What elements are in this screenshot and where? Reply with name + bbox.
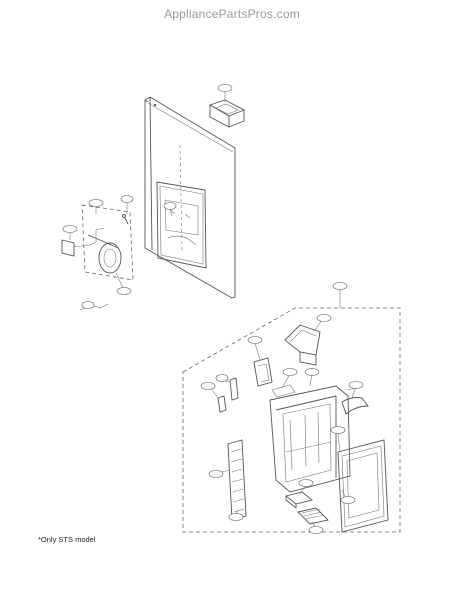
callout: [304, 368, 320, 376]
callout: [215, 374, 229, 382]
callout: [116, 287, 132, 295]
callout: [316, 314, 332, 322]
lever-plate-part: [253, 357, 273, 387]
auger-motor-assembly: [61, 204, 134, 311]
callout: [163, 202, 177, 210]
switch-parts: [217, 377, 296, 413]
dispenser-housing: [269, 385, 351, 493]
callout: [62, 225, 78, 233]
callout: [282, 368, 298, 376]
callout: [120, 195, 134, 203]
drip-tray-part: [285, 491, 329, 525]
top-cap-part: [208, 99, 246, 128]
callout: [340, 496, 356, 504]
callout: [88, 199, 104, 207]
door-panel: [144, 96, 236, 299]
dispenser-recess: [156, 181, 207, 269]
ice-chute-part: [284, 324, 321, 366]
callout: [217, 84, 233, 92]
callout: [308, 526, 324, 534]
dispenser-assembly-boundary: [182, 307, 401, 533]
footnote: *Only STS model: [38, 535, 96, 544]
dispenser-lever-part: [341, 387, 369, 415]
callout-bubbles: [62, 84, 364, 534]
callout: [348, 381, 364, 389]
leader-lines: [69, 91, 357, 529]
callout: [200, 382, 216, 390]
callout: [208, 470, 224, 478]
callout: [298, 479, 314, 487]
callout: [81, 301, 95, 309]
dispenser-cover-panel: [337, 439, 389, 533]
callout: [247, 336, 263, 344]
callout: [332, 282, 348, 290]
site-watermark: AppliancePartsPros.com: [164, 7, 300, 21]
callout: [330, 426, 346, 434]
callout: [228, 513, 244, 521]
screw-part: [122, 214, 129, 225]
control-panel-board: [227, 439, 247, 521]
